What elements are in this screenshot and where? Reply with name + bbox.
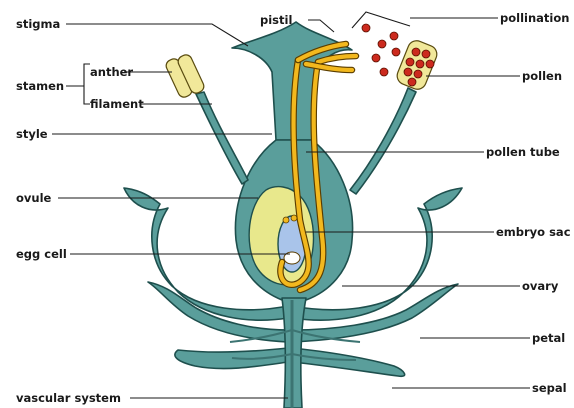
stamen-left — [164, 53, 248, 184]
label-stamen: stamen — [16, 79, 64, 93]
label-ovary: ovary — [522, 279, 559, 293]
label-vascular-system: vascular system — [16, 391, 121, 405]
label-filament: filament — [90, 97, 144, 111]
label-anther: anther — [90, 65, 133, 79]
label-style: style — [16, 127, 48, 141]
anther-right — [394, 38, 439, 92]
label-ovule: ovule — [16, 191, 52, 205]
label-pollen: pollen — [522, 69, 562, 83]
pollination-bracket — [352, 12, 410, 28]
anther-left — [164, 53, 206, 99]
label-stigma: stigma — [16, 17, 60, 31]
label-sepal: sepal — [532, 381, 567, 395]
label-embryo-sac: embryo sac — [496, 225, 571, 239]
label-pistil: pistil — [260, 13, 292, 27]
label-petal: petal — [532, 331, 565, 345]
filament-left — [196, 92, 248, 184]
sepal-right — [292, 348, 405, 376]
label-egg-cell: egg cell — [16, 247, 67, 261]
label-pollination: pollination — [500, 11, 569, 25]
filament-right — [350, 88, 416, 194]
label-pollen-tube: pollen tube — [486, 145, 560, 159]
stamen-right — [350, 38, 440, 194]
